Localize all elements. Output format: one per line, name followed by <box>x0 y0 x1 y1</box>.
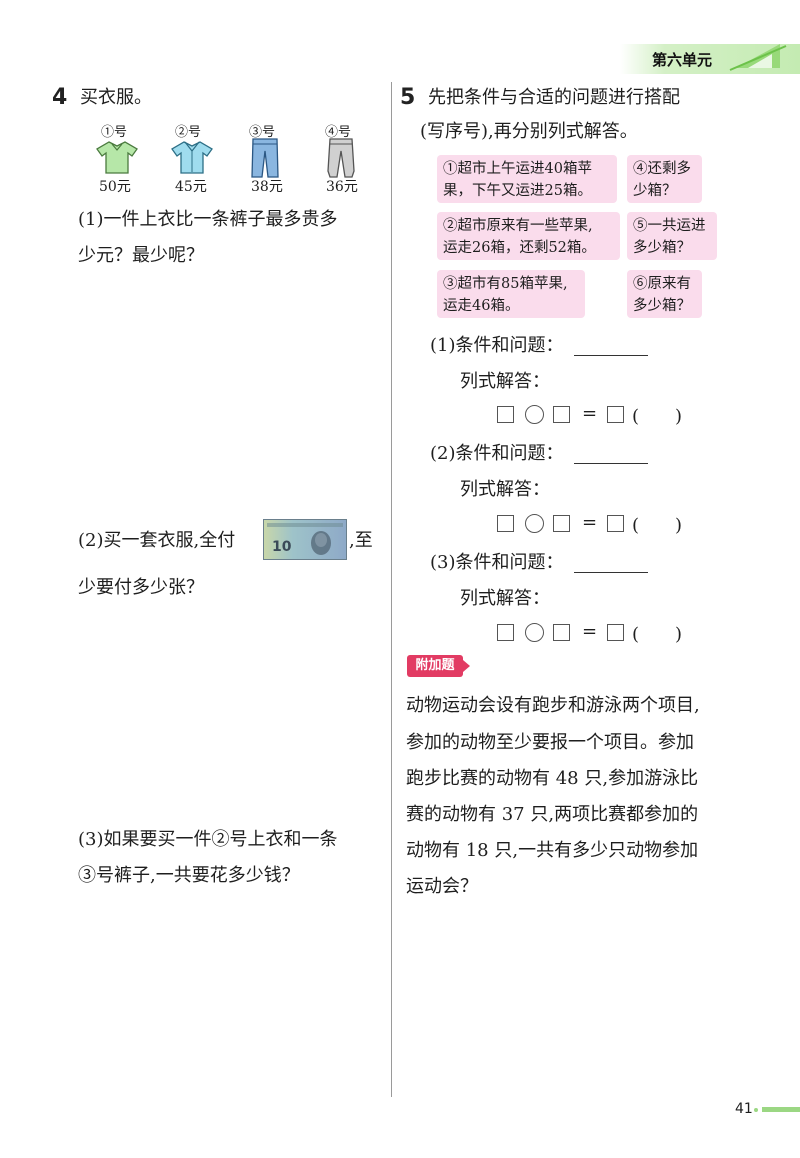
q4-sub3-line2: ③号裤子,一共要花多少钱？ <box>78 865 300 886</box>
item-4-label: ④号 <box>325 125 352 140</box>
question-5-number: 5 <box>400 85 416 110</box>
pants-icon <box>327 138 355 178</box>
q5-sub3-equals: = <box>582 621 598 642</box>
shirt-icon <box>171 141 213 174</box>
q5-sub2-result-box[interactable] <box>607 515 624 532</box>
extra-line-1: 动物运动会设有跑步和游泳两个项目, <box>406 695 700 716</box>
pants-icon <box>251 138 279 178</box>
q4-sub2-line1-end: ,至 <box>349 530 373 551</box>
q5-sub3-result-box[interactable] <box>607 624 624 641</box>
extra-line-3: 跑步比赛的动物有 48 只,参加游泳比 <box>406 768 699 789</box>
q5-sub3-solve-label: 列式解答： <box>460 588 550 609</box>
q5-sub3-number-box-a[interactable] <box>497 624 514 641</box>
q5-sub3-unit-paren[interactable]: ( ) <box>632 624 683 645</box>
q5-sub1-label: (1)条件和问题： <box>430 335 564 356</box>
question-box-6: ⑥原来有多少箱？ <box>627 270 702 318</box>
q5-sub1-unit-paren[interactable]: ( ) <box>632 406 683 427</box>
item-2-price: 45元 <box>175 179 207 195</box>
question-5-title-line2: (写序号),再分别列式解答。 <box>420 121 638 142</box>
q5-sub1-number-box-b[interactable] <box>553 406 570 423</box>
banknote-icon: 10 <box>263 519 347 560</box>
item-3-label: ③号 <box>249 125 276 140</box>
q5-sub2-answer-blank[interactable] <box>574 463 648 464</box>
question-box-4: ④还剩多少箱？ <box>627 155 702 203</box>
q5-sub3-operator-circle[interactable] <box>525 623 544 642</box>
q4-sub2-line2: 少要付多少张？ <box>78 577 204 598</box>
column-divider <box>391 82 392 1097</box>
badge-arrow-icon <box>463 660 470 672</box>
unit-title: 第六单元 <box>652 51 713 69</box>
page-decoration-bar <box>762 1107 800 1112</box>
q5-sub1-answer-blank[interactable] <box>574 355 648 356</box>
condition-box-2: ②超市原来有一些苹果,运走26箱，还剩52箱。 <box>437 212 620 260</box>
extra-question-badge: 附加题 <box>407 655 463 677</box>
question-4-title: 买衣服。 <box>80 87 152 108</box>
condition-box-3: ③超市有85箱苹果,运走46箱。 <box>437 270 585 318</box>
q5-sub3-label: (3)条件和问题： <box>430 552 564 573</box>
q5-sub2-solve-label: 列式解答： <box>460 479 550 500</box>
q4-sub1-line1: (1)一件上衣比一条裤子最多贵多 <box>78 209 338 230</box>
q5-sub1-result-box[interactable] <box>607 406 624 423</box>
question-4-number: 4 <box>52 85 68 110</box>
q5-sub2-number-box-b[interactable] <box>553 515 570 532</box>
extra-line-6: 运动会？ <box>406 876 478 897</box>
extra-line-2: 参加的动物至少要报一个项目。参加 <box>406 732 694 753</box>
q5-sub2-equals: = <box>582 512 598 533</box>
q4-sub1-line2: 少元？最少呢？ <box>78 245 204 266</box>
q5-sub2-unit-paren[interactable]: ( ) <box>632 515 683 536</box>
q5-sub2-label: (2)条件和问题： <box>430 443 564 464</box>
page-decoration-dot <box>754 1108 758 1112</box>
triangle-ruler-icon <box>729 44 787 71</box>
svg-text:10: 10 <box>272 539 292 555</box>
page-number: 41 <box>735 1101 753 1117</box>
item-2-label: ②号 <box>175 125 202 140</box>
q5-sub2-number-box-a[interactable] <box>497 515 514 532</box>
question-5-title-line1: 先把条件与合适的问题进行搭配 <box>428 87 680 108</box>
question-box-5: ⑤一共运进多少箱？ <box>627 212 717 260</box>
q5-sub3-answer-blank[interactable] <box>574 572 648 573</box>
item-3-price: 38元 <box>251 179 283 195</box>
item-1-price: 50元 <box>99 179 131 195</box>
q5-sub1-equals: = <box>582 403 598 424</box>
q5-sub1-solve-label: 列式解答： <box>460 371 550 392</box>
q5-sub1-operator-circle[interactable] <box>525 405 544 424</box>
q5-sub2-operator-circle[interactable] <box>525 514 544 533</box>
q5-sub3-number-box-b[interactable] <box>553 624 570 641</box>
item-4-price: 36元 <box>326 179 358 195</box>
condition-box-1: ①超市上午运进40箱苹果，下午又运进25箱。 <box>437 155 617 203</box>
extra-line-5: 动物有 18 只,一共有多少只动物参加 <box>406 840 699 861</box>
q4-sub3-line1: (3)如果要买一件②号上衣和一条 <box>78 829 338 850</box>
shirt-icon <box>96 141 138 174</box>
q4-sub2-line1: (2)买一套衣服,全付 <box>78 530 236 551</box>
item-1-label: ①号 <box>101 125 128 140</box>
q5-sub1-number-box-a[interactable] <box>497 406 514 423</box>
extra-line-4: 赛的动物有 37 只,两项比赛都参加的 <box>406 804 699 825</box>
